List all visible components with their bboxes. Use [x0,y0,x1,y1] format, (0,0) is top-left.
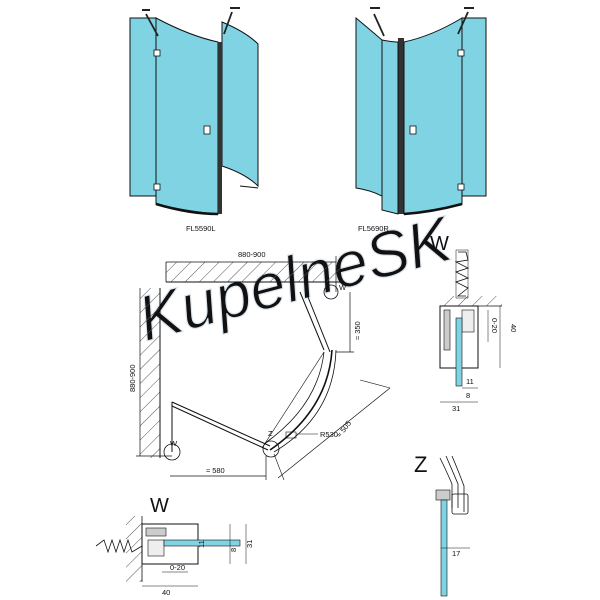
detail-z [435,455,470,597]
detail-w-vertical-title: W [430,233,449,255]
detail-w-vertical-dim-8: 8 [466,391,470,400]
elevation-left [129,7,259,216]
plan-dim-diagonal: ≈ 505 [334,419,353,439]
detail-w-vertical-dim-40: 40 [509,324,518,332]
plan-view [136,256,391,481]
plan-dim-bottom: ≈ 580 [206,466,225,475]
detail-w-horizontal-dim-range: 0-20 [170,563,185,572]
model-label-right: FL5690R [358,224,389,233]
detail-w-horizontal-dim-31: 31 [245,540,254,548]
plan-detail-w-bottom: W [170,439,178,448]
plan-dim-top: 880-900 [238,250,266,259]
detail-w-horizontal-title: W [150,495,169,517]
detail-z-title: Z [414,452,427,477]
detail-z-dim-17: 17 [452,549,460,558]
model-label-left: FL5590L [186,224,216,233]
detail-w-vertical-dim-31: 31 [452,404,460,413]
detail-w-horizontal-dim-8: 8 [229,548,238,552]
plan-dim-right-short: ≈ 350 [353,321,362,340]
detail-w-vertical-dim-range: 0-20 [490,318,499,333]
detail-w-vertical [439,249,502,403]
plan-detail-w-top: W [339,283,347,292]
detail-w-horizontal [95,516,247,587]
plan-detail-z: Z [268,429,273,438]
detail-w-horizontal-dim-40: 40 [162,588,170,597]
detail-w-horizontal-dim-11: 11 [197,540,206,548]
elevation-right [355,7,487,216]
plan-radius: R530 [320,430,338,439]
plan-dim-left: 880-900 [128,364,137,392]
detail-w-vertical-dim-11: 11 [466,377,474,386]
